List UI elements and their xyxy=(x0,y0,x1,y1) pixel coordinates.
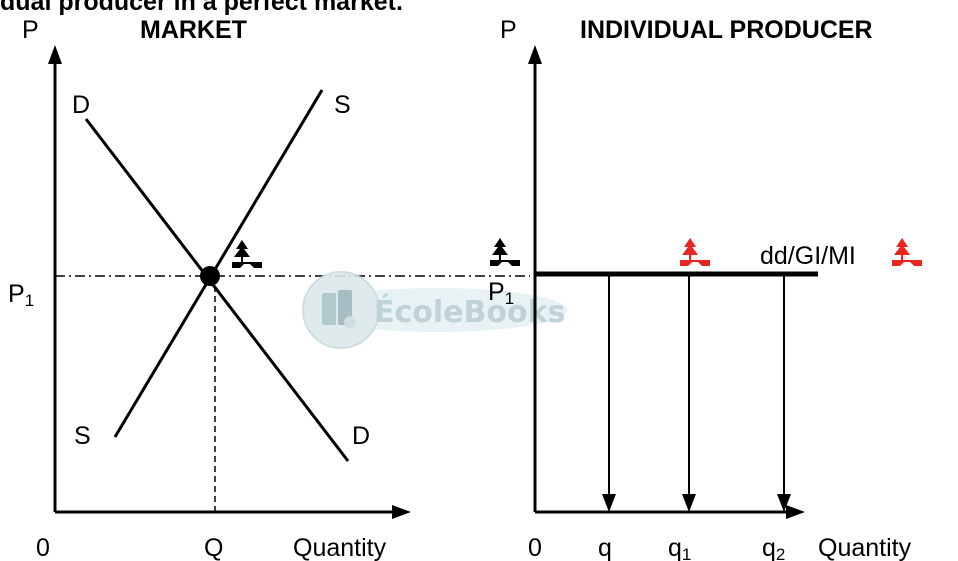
producer-marker-icon-red-right xyxy=(892,238,922,266)
producer-price-axis-arrow xyxy=(528,45,542,64)
producer-p1-label: P1 xyxy=(488,278,514,308)
market-supply-label-top: S xyxy=(334,91,351,119)
producer-q1-label: q1 xyxy=(668,534,691,561)
market-q-label: Q xyxy=(204,534,223,561)
ecolebooks-watermark: ÉcoleBooks xyxy=(302,271,567,349)
producer-panel: P INDIVIDUAL PRODUCER P1 dd/GI/MI 0 q q1… xyxy=(488,16,922,561)
caption-fragment: dual producer in a perfect market. xyxy=(0,0,403,16)
market-title: MARKET xyxy=(140,16,247,44)
watermark-text: ÉcoleBooks xyxy=(374,294,565,330)
market-demand-curve xyxy=(84,118,350,462)
q2-arrow-head xyxy=(777,494,791,512)
producer-marker-icon-red-middle xyxy=(680,238,710,266)
market-equilibrium-point xyxy=(200,266,220,286)
producer-marker-icon-black xyxy=(490,238,520,266)
market-p1-label: P1 xyxy=(8,280,34,310)
market-supply-label-bottom: S xyxy=(74,422,91,450)
producer-quantity-axis-arrow xyxy=(786,505,805,519)
producer-origin-label: 0 xyxy=(528,534,542,561)
market-demand-label-top: D xyxy=(72,91,90,119)
market-marker-icon xyxy=(232,240,262,268)
market-demand-label-bottom: D xyxy=(352,422,370,450)
producer-curve-label: dd/GI/MI xyxy=(760,242,856,270)
market-supply-curve xyxy=(113,89,324,438)
producer-title: INDIVIDUAL PRODUCER xyxy=(580,16,873,44)
market-price-axis-arrow xyxy=(48,45,62,64)
q-arrow-head xyxy=(602,494,616,512)
market-panel: P MARKET D D S S P1 0 Q Quantity xyxy=(8,16,530,561)
producer-quantity-axis-label: Quantity xyxy=(818,534,912,561)
market-quantity-axis-arrow xyxy=(392,505,411,519)
producer-q-label: q xyxy=(598,534,612,561)
producer-price-axis-label: P xyxy=(500,16,517,44)
market-origin-label: 0 xyxy=(36,534,50,561)
producer-q2-label: q2 xyxy=(762,534,785,561)
market-price-axis-label: P xyxy=(22,16,39,44)
q1-arrow-head xyxy=(682,494,696,512)
market-quantity-axis-label: Quantity xyxy=(293,534,387,561)
